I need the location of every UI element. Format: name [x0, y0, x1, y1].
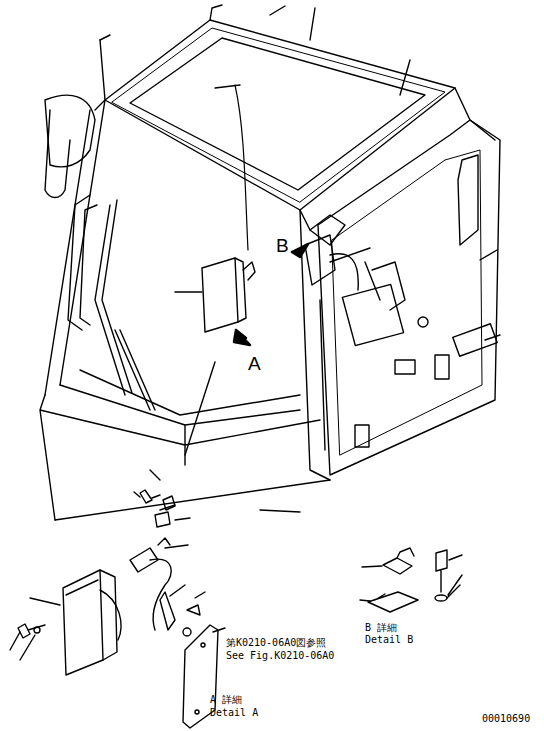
view-letter: A	[248, 354, 261, 374]
view-letter: B	[276, 236, 289, 256]
detail-title: Detail A	[210, 707, 258, 719]
drawing-number: 00010690	[482, 713, 530, 725]
detail-title: Detail B	[365, 634, 413, 646]
detail-title: A 詳細	[210, 694, 242, 706]
reference-note: 第K0210-06A0図参照	[226, 637, 326, 649]
detail-title: B 詳細	[365, 622, 397, 634]
reference-note: See Fig.K0210-06A0	[226, 650, 334, 662]
